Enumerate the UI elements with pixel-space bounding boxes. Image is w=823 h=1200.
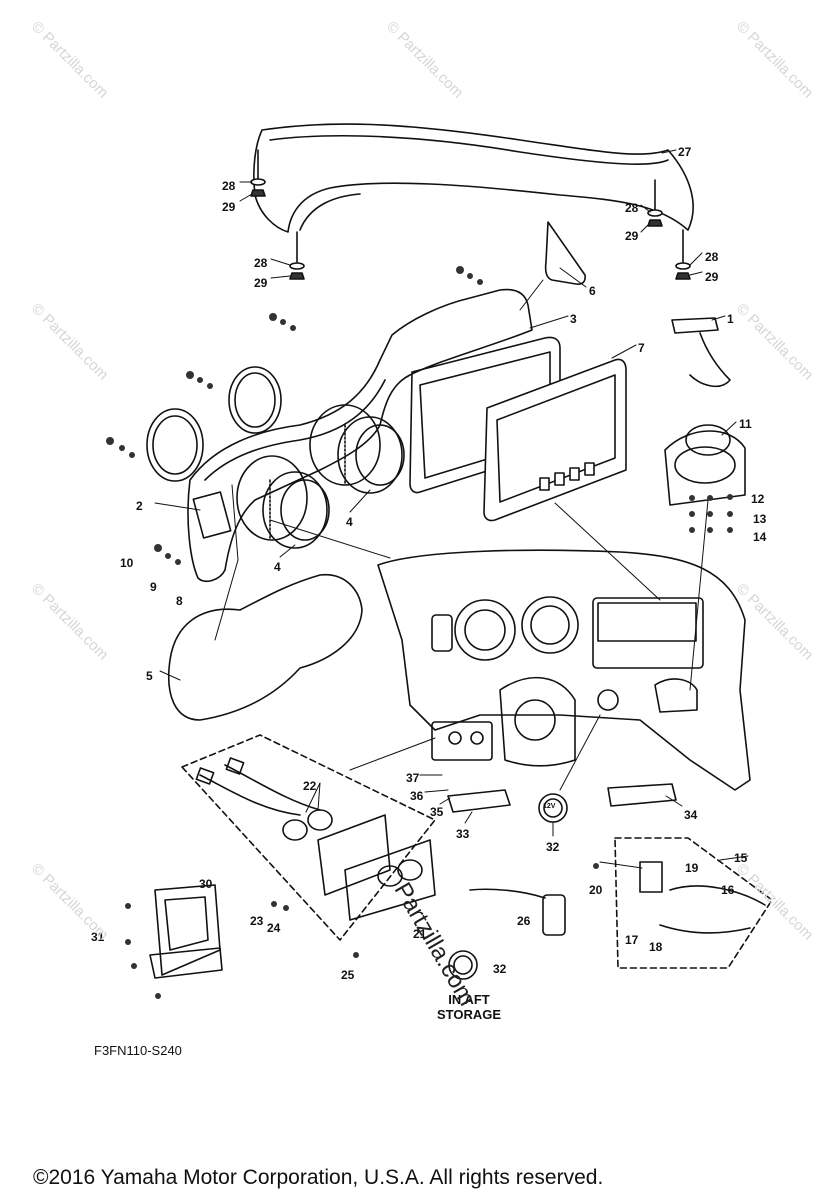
part-number-24: 24 [267,921,281,935]
cable-part-22 [195,757,333,841]
part-number-16: 16 [721,883,735,897]
switch-part-16 [639,861,766,934]
part-number-34: 34 [684,808,698,822]
gauge-part-4 [262,416,405,549]
part-number-37: 37 [406,771,420,785]
part-number-11: 11 [739,417,752,431]
part-number-25: 25 [341,968,355,982]
part-number-12: 12 [751,492,765,506]
storage-note-line1: IN AFT [448,992,490,1007]
part-number-28: 28 [222,179,236,193]
part-number-32: 32 [546,840,560,854]
part-number-28: 28 [254,256,268,270]
gasket-part-5 [168,573,363,721]
storage-note-line2: STORAGE [436,1007,502,1022]
connector-part-26 [469,888,566,936]
switch-group-outline [181,734,436,941]
lower-dash-assembly [377,549,751,791]
part-number-17: 17 [625,933,639,947]
part-number-35: 35 [430,805,444,819]
part-number-4: 4 [274,560,281,574]
part-number-29: 29 [254,276,268,290]
part-number-36: 36 [410,789,424,803]
socket-part-32 [448,793,568,980]
part-number-33: 33 [456,827,470,841]
small-fasteners [106,266,733,999]
top-trim-part [253,123,694,263]
part-number-23: 23 [250,914,264,928]
part-number-22: 22 [303,779,317,793]
diagram-code: F3FN110-S240 [94,1043,182,1058]
part-number-3: 3 [570,312,577,326]
part-number-6: 6 [589,284,596,298]
bracket-part-30 [149,884,223,979]
leader-lines [154,149,749,869]
part-number-1: 1 [727,312,734,326]
part-number-20: 20 [589,883,603,897]
part-number-2: 2 [136,499,143,513]
plate-part-21 [317,814,436,921]
part-number-4: 4 [346,515,353,529]
cover-part-33 [447,789,511,813]
display-part-7 [483,358,627,522]
joystick-part-11 [664,424,746,506]
part-number-15: 15 [734,851,748,865]
part-number-28: 28 [705,250,719,264]
part-number-26: 26 [517,914,531,928]
sensor-part-1 [671,317,731,388]
part-number-30: 30 [199,877,213,891]
copyright-notice: ©2016 Yamaha Motor Corporation, U.S.A. A… [33,1166,604,1189]
part-number-32: 32 [493,962,507,976]
gauge-bezel-rings [146,366,282,482]
part-number-27: 27 [678,145,692,159]
dash-panel-part [187,288,533,582]
socket-label: 12V [543,803,556,810]
cover-part-34 [607,783,677,807]
part-number-21: 21 [413,927,427,941]
part-number-5: 5 [146,669,153,683]
part-number-18: 18 [649,940,663,954]
part-number-31: 31 [91,930,105,944]
part-number-28: 28 [625,201,639,215]
storage-note: IN AFT STORAGE [436,992,502,1022]
part-number-19: 19 [685,861,699,875]
part-number-14: 14 [753,530,767,544]
part-number-7: 7 [638,341,645,355]
trim-piece-6 [544,221,586,285]
part-number-29: 29 [222,200,236,214]
part-number-10: 10 [120,556,134,570]
part-number-8: 8 [176,594,183,608]
part-number-29: 29 [625,229,639,243]
part-number-13: 13 [753,512,767,526]
part-number-9: 9 [150,580,157,594]
part-number-29: 29 [705,270,719,284]
switch-kit-outline [614,837,773,969]
